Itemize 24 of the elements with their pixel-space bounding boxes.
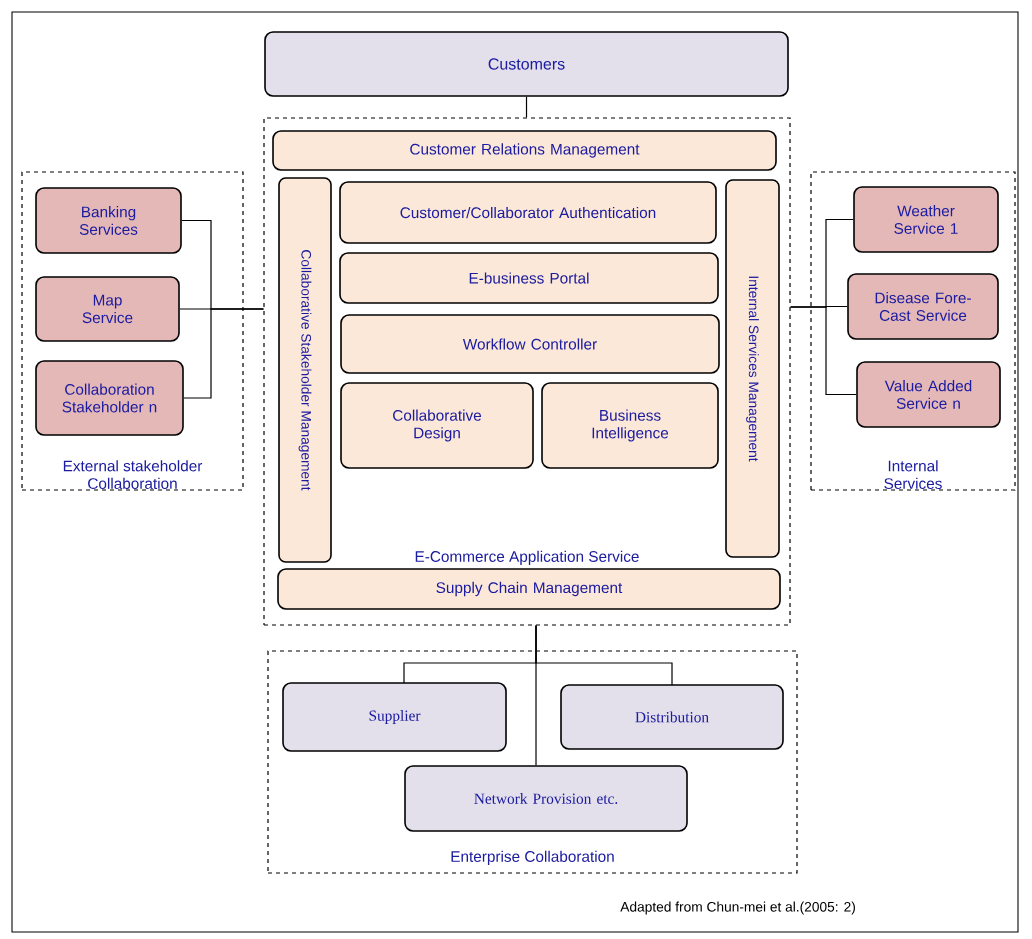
connector-line [525, 96, 528, 118]
connector-line [535, 625, 537, 766]
process-box: Customers [264, 31, 789, 97]
partner-box: Supplier [282, 682, 507, 752]
module-box: Customer Relations Management [272, 130, 777, 171]
service-box: Banking Services [35, 187, 182, 254]
service-box: Value Added Service n [856, 361, 1001, 428]
module-box: Collaborative Design [340, 382, 534, 469]
connector-line [790, 306, 857, 396]
module-box: Business Intelligence [541, 382, 719, 469]
vertical-module-box: Collaborative Stakeholder Management [278, 177, 332, 563]
module-box: E-business Portal [339, 252, 719, 304]
vertical-module-box: Internal Services Management [725, 179, 780, 558]
service-box: Disease Fore-Cast Service [847, 273, 999, 340]
connector-line [183, 308, 264, 399]
service-box: Collaboration Stakeholder n [35, 360, 184, 436]
module-box: Supply Chain Management [277, 568, 781, 610]
partner-box: Network Provision etc. [404, 765, 688, 832]
service-box: Weather Service 1 [853, 186, 999, 253]
service-box: Map Service [35, 276, 180, 342]
module-box: Customer/Collaborator Authentication [339, 181, 717, 244]
source-note: Adapted from Chun-mei et al.(2005: 2) [620, 901, 855, 915]
partner-box: Distribution [560, 684, 784, 750]
module-box: Workflow Controller [340, 314, 720, 374]
